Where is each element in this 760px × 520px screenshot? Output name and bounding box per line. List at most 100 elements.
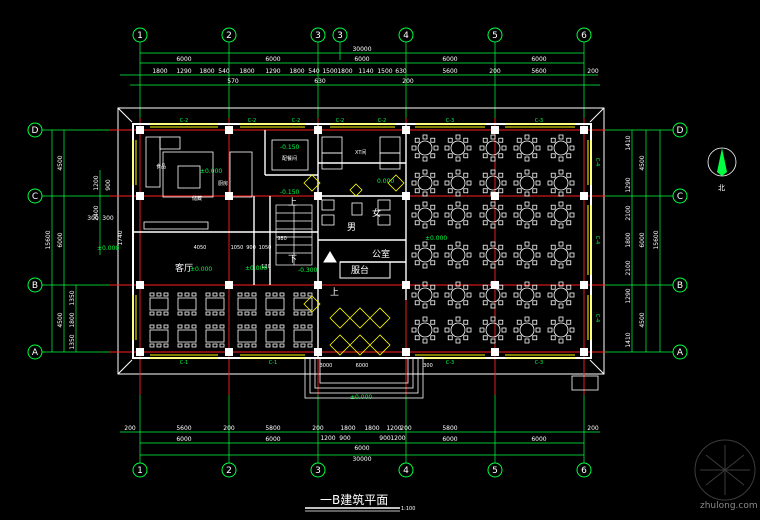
round-table (485, 140, 501, 156)
chair (524, 201, 530, 207)
top-detail-12: 1500 (377, 68, 392, 75)
service-counter (323, 251, 391, 279)
chair (547, 180, 553, 186)
chair (498, 300, 504, 306)
chair (444, 327, 450, 333)
chair (490, 338, 496, 344)
hall-table (177, 329, 197, 343)
chair (524, 316, 530, 322)
chair (447, 244, 453, 250)
round-table (450, 207, 466, 223)
chair (422, 223, 428, 229)
chair (251, 292, 257, 297)
hall-table (237, 329, 257, 343)
right-dim-3: 1290 (625, 177, 632, 192)
round-table (553, 287, 569, 303)
grid-col-5-top: 5 (492, 31, 498, 41)
top-detail-17: 200 (587, 68, 599, 75)
chair (219, 311, 225, 316)
chair (300, 343, 306, 348)
chair (447, 300, 453, 306)
chair (411, 180, 417, 186)
chair (430, 319, 436, 325)
window-tag-c4-3: C-4 (594, 314, 600, 322)
grid-leaders (42, 42, 673, 463)
chair (430, 260, 436, 266)
chair (558, 338, 564, 344)
chair (569, 292, 575, 298)
chair (300, 311, 306, 316)
chair (516, 284, 522, 290)
bottom-extra-1: 1200 (320, 435, 335, 442)
round-table (417, 247, 433, 263)
right-dim-4: 2100 (625, 205, 632, 220)
chair (550, 172, 556, 178)
chair (455, 156, 461, 162)
chair (430, 220, 436, 226)
elev-9: ±0.000 (425, 235, 447, 242)
chair (455, 281, 461, 287)
chair (490, 281, 496, 287)
chair (532, 137, 538, 143)
chair (498, 319, 504, 325)
chair (490, 303, 496, 309)
chair (430, 300, 436, 306)
chair (547, 292, 553, 298)
chair (516, 204, 522, 210)
chair (244, 292, 250, 297)
left-dim-7: 1350 (69, 334, 76, 349)
chair (566, 172, 572, 178)
bottom-detail-1: 200 (124, 425, 136, 432)
chair (433, 145, 439, 151)
chair (501, 292, 507, 298)
chair (566, 220, 572, 226)
round-table (417, 207, 433, 223)
round-table (485, 322, 501, 338)
chair (272, 311, 278, 316)
top-detail-11: 1140 (358, 68, 373, 75)
chair (463, 244, 469, 250)
chair (265, 343, 271, 348)
left-dim-2: 6000 (57, 232, 64, 247)
chair (516, 220, 522, 226)
chair (513, 327, 519, 333)
bottom-detail-7: 1800 (364, 425, 379, 432)
chair (524, 338, 530, 344)
chair (414, 335, 420, 341)
room-label-food: 食品 (156, 163, 166, 170)
chair (422, 316, 428, 322)
chair (479, 180, 485, 186)
chair (463, 335, 469, 341)
lobby-pattern (303, 174, 405, 356)
round-table (553, 140, 569, 156)
chair (524, 191, 530, 197)
chair (498, 244, 504, 250)
title-block (305, 507, 400, 512)
chair (490, 169, 496, 175)
elev-6: ±0.000 (245, 265, 267, 272)
grid-col-1-bottom: 1 (137, 466, 143, 476)
chair (265, 324, 271, 329)
chair (205, 311, 211, 316)
round-table (519, 207, 535, 223)
grid-row-a-left: A (32, 348, 39, 358)
chair (422, 134, 428, 140)
chair (516, 172, 522, 178)
round-table (417, 140, 433, 156)
chair (191, 324, 197, 329)
drawing-scale: 1:100 (401, 506, 415, 512)
chair (237, 292, 243, 297)
right-dim-8: 2100 (625, 260, 632, 275)
chair (501, 180, 507, 186)
dim-1050b: 1050 (259, 245, 272, 251)
chair (455, 223, 461, 229)
top-detail-13: 630 (395, 68, 407, 75)
chair (550, 284, 556, 290)
left-dimension-lines (51, 130, 101, 352)
chair (558, 281, 564, 287)
chair (447, 188, 453, 194)
elev-1: ±0.000 (97, 245, 119, 252)
chair (535, 145, 541, 151)
hall-tables (149, 292, 313, 348)
top-total-dim: 30000 (352, 46, 371, 53)
